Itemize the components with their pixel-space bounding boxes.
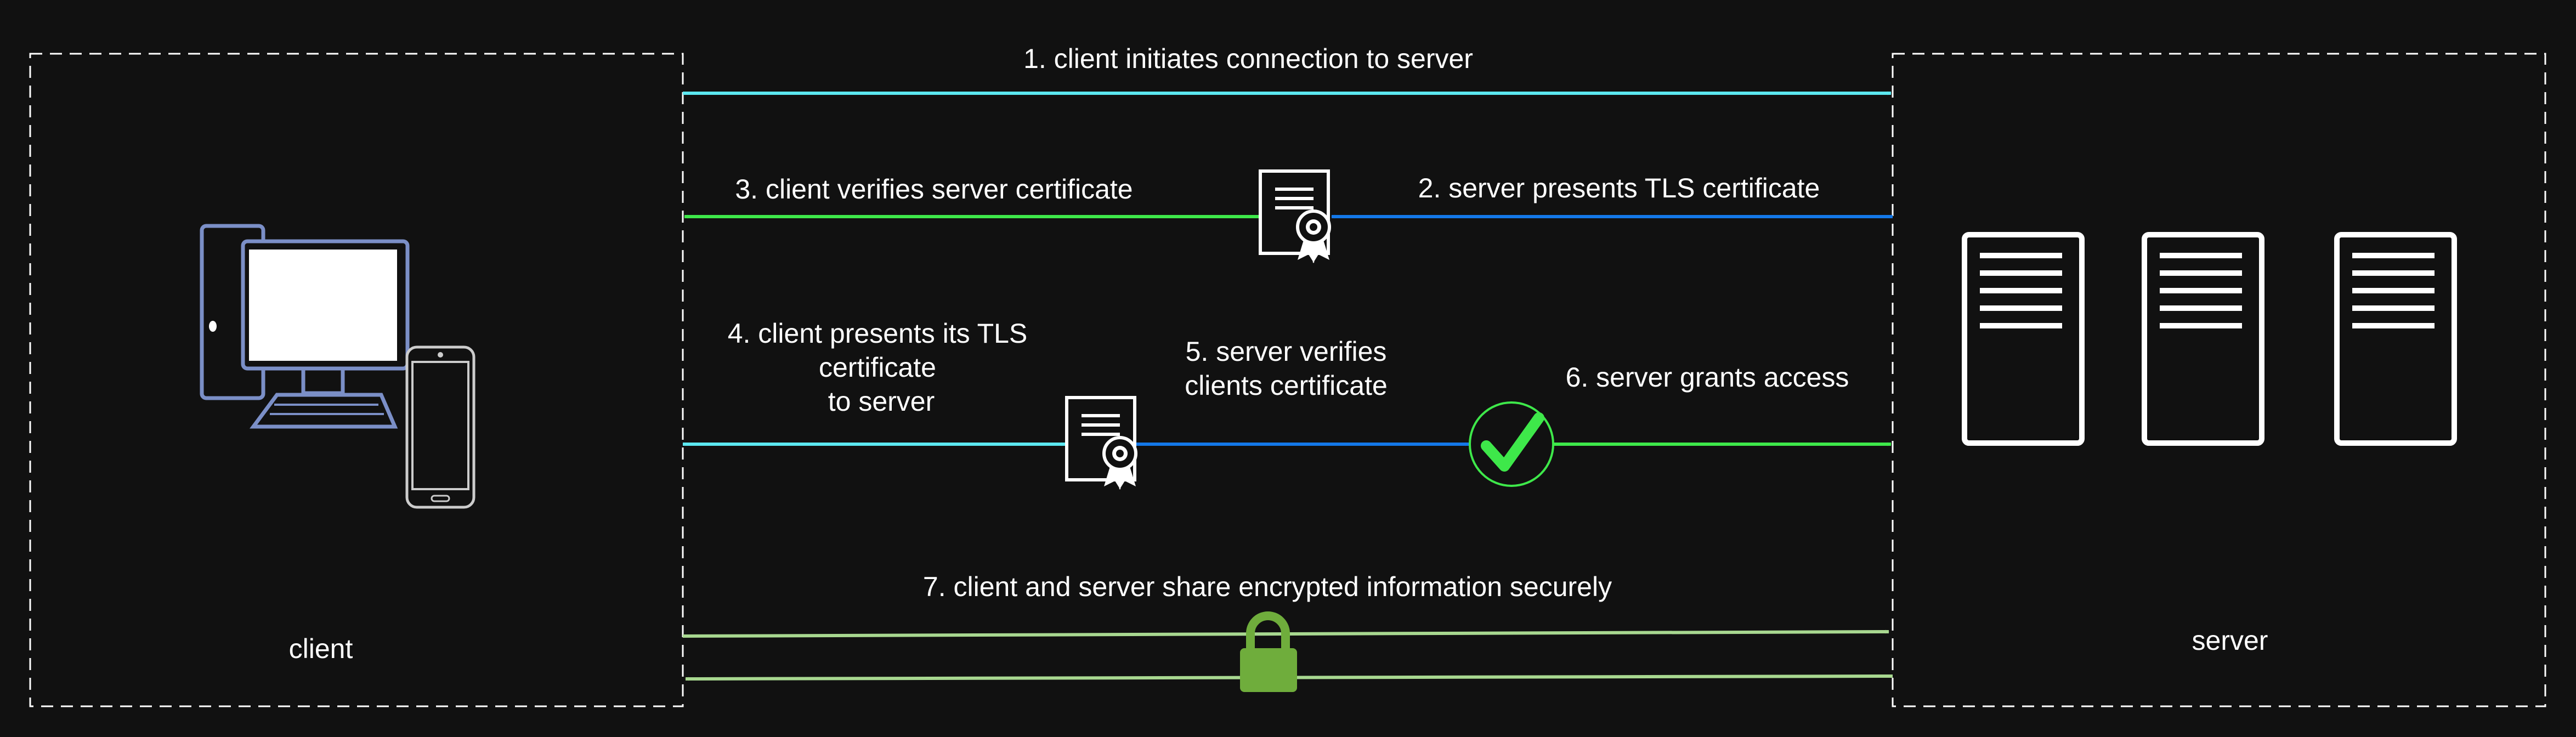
step-6-label: 6. server grants access [1566, 362, 1849, 393]
certificate-icon [1259, 169, 1331, 263]
step-1-label: 1. client initiates connection to server [1023, 43, 1473, 74]
step-4-label: 4. client presents its TLS certificate t… [728, 318, 1028, 417]
step-5-line-2: clients certificate [1185, 370, 1388, 401]
server-label: server [2192, 625, 2268, 656]
step-4-line-3: to server [828, 386, 935, 417]
server-icon [2334, 232, 2457, 446]
step-4-line-2: certificate [819, 352, 936, 383]
lock-icon [1240, 611, 1297, 692]
step-4-line-1: 4. client presents its TLS [728, 318, 1028, 349]
step-5-label: 5. server verifies clients certificate [1185, 336, 1388, 401]
client-label: client [289, 633, 353, 664]
server-boundary [1892, 53, 2546, 707]
step-7-label: 7. client and server share encrypted inf… [923, 571, 1612, 602]
server-icon [2142, 232, 2264, 446]
client-boundary [29, 53, 684, 707]
server-icon [1962, 232, 2085, 446]
step-2-label: 2. server presents TLS certificate [1418, 173, 1820, 203]
checkmark-icon [1469, 401, 1554, 487]
step-3-label: 3. client verifies server certificate [735, 174, 1133, 205]
computer-icon [200, 224, 410, 429]
phone-icon [405, 345, 475, 509]
certificate-icon [1065, 396, 1137, 490]
step-5-line-1: 5. server verifies [1186, 336, 1387, 367]
